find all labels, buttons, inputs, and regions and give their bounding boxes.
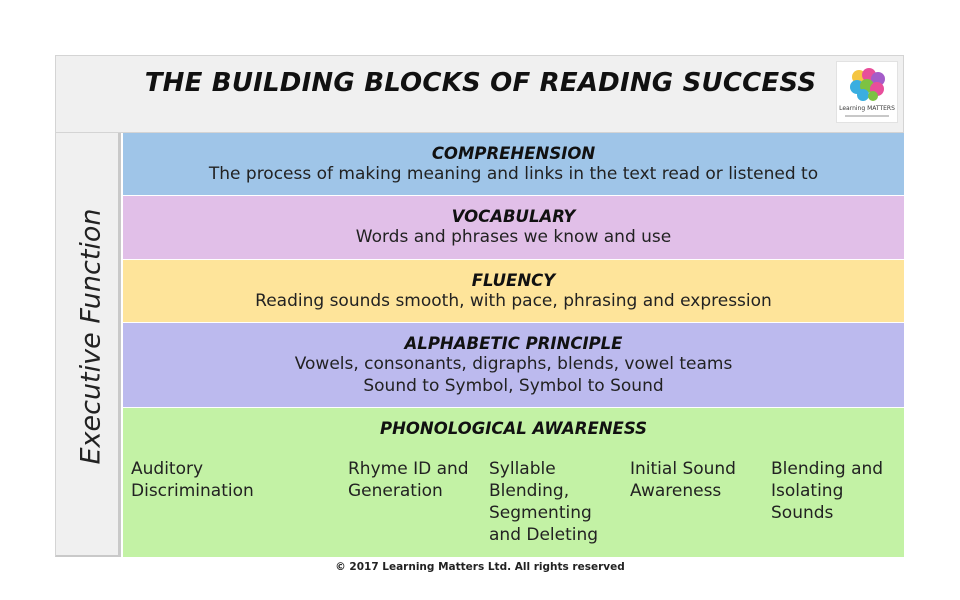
logo-text: Learning MATTERS	[839, 105, 895, 112]
diagram-frame: THE BUILDING BLOCKS OF READING SUCCESS L…	[55, 55, 904, 557]
executive-function-column: Executive Function	[55, 133, 121, 557]
skill-line: Auditory	[131, 459, 204, 479]
block-description-line-2: Sound to Symbol, Symbol to Sound	[363, 376, 664, 396]
copyright-notice: © 2017 Learning Matters Ltd. All rights …	[335, 561, 625, 573]
skill-blending-isolating: Blending and Isolating Sounds	[771, 458, 883, 524]
skill-line: Awareness	[630, 481, 722, 501]
block-description: Reading sounds smooth, with pace, phrasi…	[255, 291, 772, 311]
block-comprehension: COMPREHENSION The process of making mean…	[123, 133, 904, 195]
block-fluency: FLUENCY Reading sounds smooth, with pace…	[123, 260, 904, 322]
skill-line: Rhyme ID and	[348, 459, 469, 479]
skill-line: Blending,	[489, 481, 570, 501]
skill-auditory-discrimination: Auditory Discrimination	[131, 458, 254, 502]
block-title: ALPHABETIC PRINCIPLE	[404, 334, 623, 353]
executive-function-label: Executive Function	[75, 208, 107, 465]
block-vocabulary: VOCABULARY Words and phrases we know and…	[123, 196, 904, 259]
skill-line: Isolating	[771, 481, 844, 501]
block-description: The process of making meaning and links …	[208, 164, 819, 184]
brain-icon	[850, 68, 885, 101]
page-title: THE BUILDING BLOCKS OF READING SUCCESS	[144, 68, 817, 98]
block-title: FLUENCY	[471, 271, 556, 290]
block-alphabetic-principle: ALPHABETIC PRINCIPLE Vowels, consonants,…	[123, 323, 904, 407]
skill-line: Sounds	[771, 503, 834, 523]
skill-line: Generation	[348, 481, 443, 501]
skill-line: Discrimination	[131, 481, 254, 501]
skill-line: Segmenting	[489, 503, 592, 523]
block-title: PHONOLOGICAL AWARENESS	[379, 419, 648, 438]
skill-line: Syllable	[489, 459, 556, 479]
block-title: COMPREHENSION	[431, 144, 596, 163]
skill-line: Initial Sound	[630, 459, 736, 479]
skill-line: and Deleting	[489, 525, 599, 545]
block-title: VOCABULARY	[451, 207, 576, 226]
header: THE BUILDING BLOCKS OF READING SUCCESS L…	[55, 55, 904, 133]
logo-tagline	[845, 115, 889, 117]
block-phonological-awareness: PHONOLOGICAL AWARENESS Auditory Discrimi…	[123, 408, 904, 557]
skill-initial-sound: Initial Sound Awareness	[630, 458, 736, 502]
skill-line: Blending and	[771, 459, 884, 479]
skill-rhyme-id: Rhyme ID and Generation	[348, 458, 469, 502]
skill-syllable: Syllable Blending, Segmenting and Deleti…	[489, 458, 598, 546]
logo: Learning MATTERS	[836, 61, 898, 123]
block-description-line-1: Vowels, consonants, digraphs, blends, vo…	[294, 354, 733, 374]
block-description: Words and phrases we know and use	[355, 227, 672, 247]
